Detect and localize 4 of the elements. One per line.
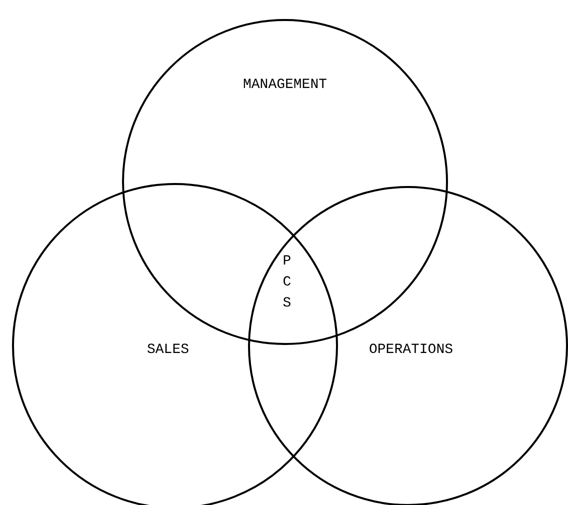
circle-label: OPERATIONS: [369, 342, 453, 358]
circle-label: MANAGEMENT: [243, 77, 327, 93]
circle-label: SALES: [147, 342, 189, 358]
overlap-label: PCS: [282, 252, 292, 314]
